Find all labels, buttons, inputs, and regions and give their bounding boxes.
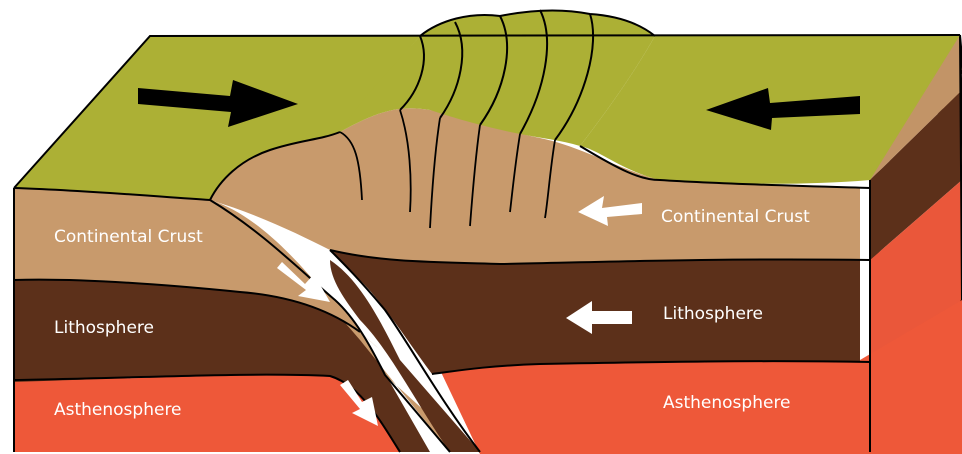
right-asthenosphere-label: Asthenosphere xyxy=(663,393,791,413)
right-lithosphere-label: Lithosphere xyxy=(663,304,763,324)
left-asthenosphere-label: Asthenosphere xyxy=(54,400,182,420)
left-lithosphere-label: Lithosphere xyxy=(54,318,154,338)
left-crust-label: Continental Crust xyxy=(54,227,203,247)
right-crust-label: Continental Crust xyxy=(661,207,810,227)
